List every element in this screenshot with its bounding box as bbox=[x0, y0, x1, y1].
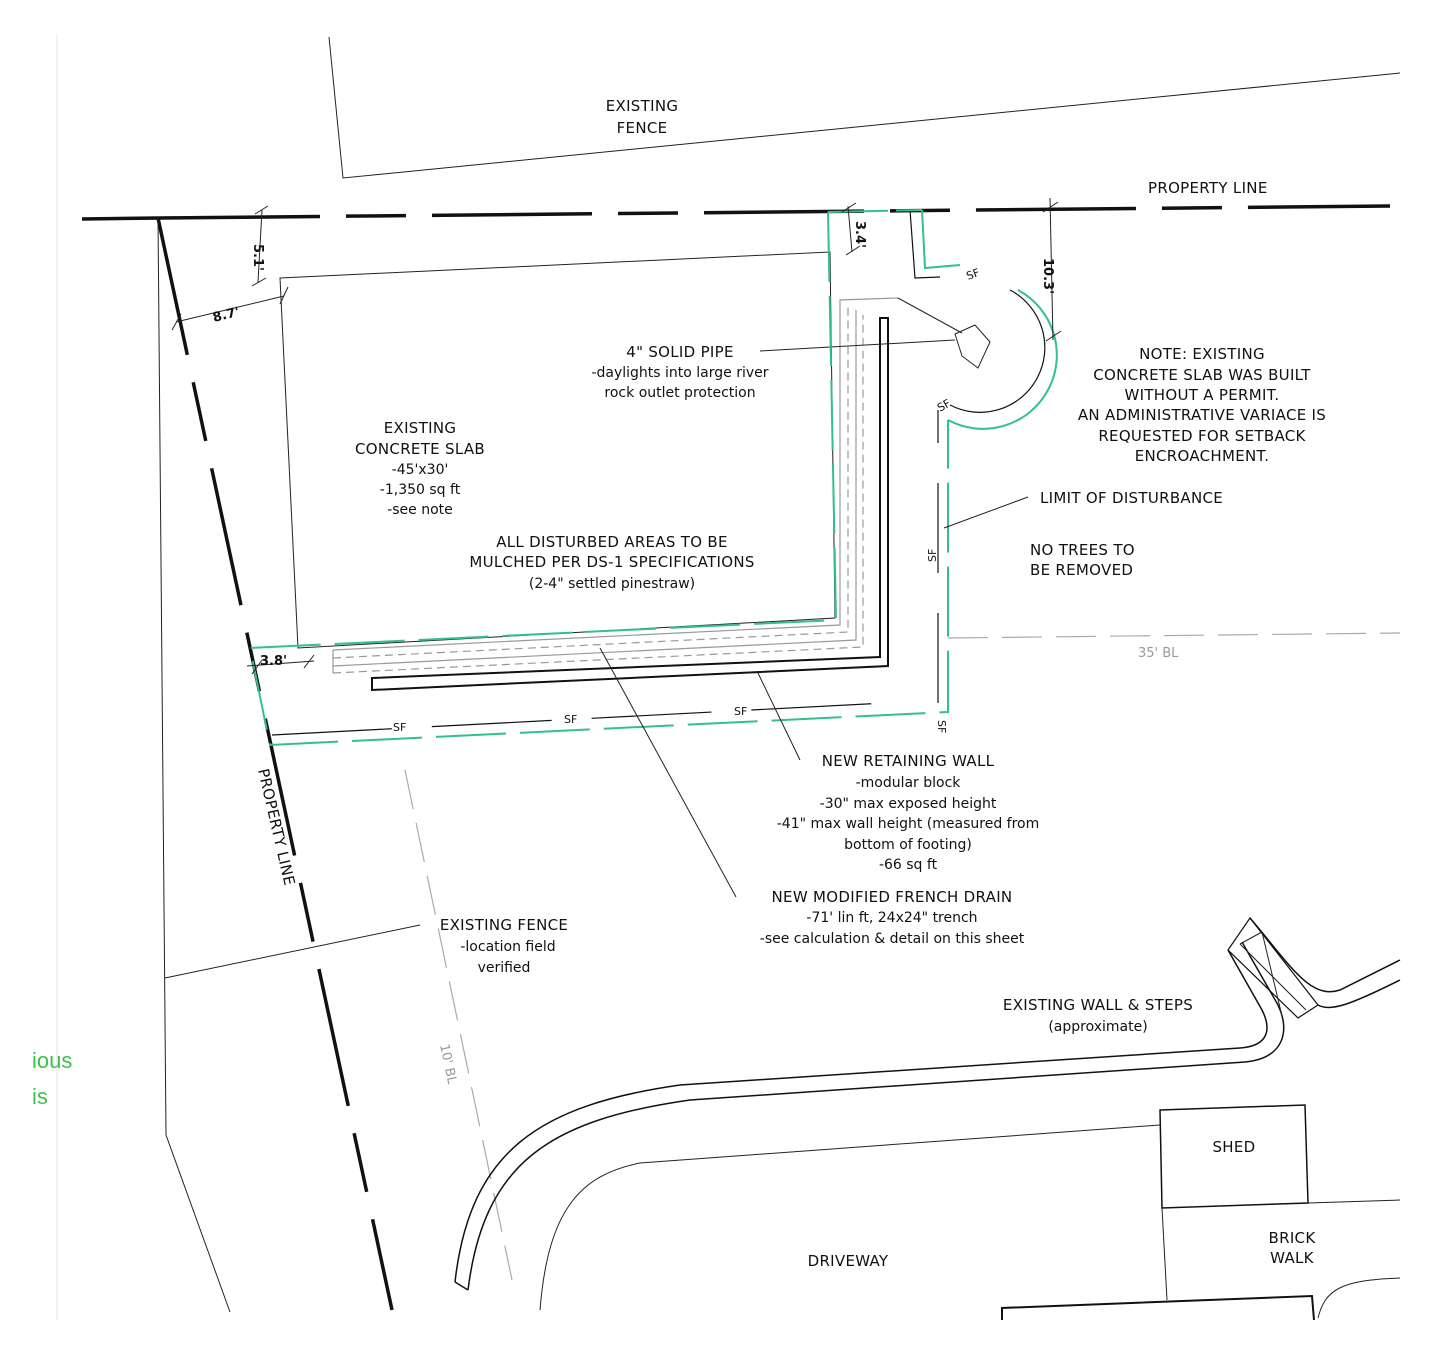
permit-note-1: NOTE: EXISTING bbox=[1139, 345, 1265, 363]
existing-fence-left-line bbox=[157, 217, 231, 1313]
dim-10-3: 10.3' bbox=[1040, 258, 1055, 294]
french-drain-label-1: NEW MODIFIED FRENCH DRAIN bbox=[772, 888, 1013, 906]
existing-fence-left-label-3: verified bbox=[478, 960, 531, 976]
slab-label-1: EXISTING bbox=[384, 419, 457, 437]
driveway-label: DRIVEWAY bbox=[808, 1252, 889, 1270]
limit-of-disturbance-label: LIMIT OF DISTURBANCE bbox=[1040, 489, 1223, 507]
slab-label-4: -1,350 sq ft bbox=[380, 482, 461, 498]
french-drain bbox=[332, 297, 899, 674]
mulch-note-2: MULCHED PER DS-1 SPECIFICATIONS bbox=[469, 553, 754, 571]
brick-walk-label-1: BRICK bbox=[1269, 1229, 1317, 1247]
wall-steps-label-2: (approximate) bbox=[1048, 1019, 1147, 1035]
dim-3-4: 3.4' bbox=[852, 221, 867, 248]
retaining-wall-label-3: -30" max exposed height bbox=[820, 796, 997, 812]
retaining-wall-label-5: bottom of footing) bbox=[844, 837, 972, 853]
sf-label-5: SF bbox=[935, 720, 948, 733]
brick-walk-edge-top bbox=[1307, 1199, 1401, 1204]
retaining-wall-label-4: -41" max wall height (measured from bbox=[777, 816, 1039, 832]
setback-10-line bbox=[404, 769, 513, 1281]
side-panel-text-2: is bbox=[32, 1084, 48, 1109]
sf-label-7: SF bbox=[935, 397, 953, 415]
permit-note-5: REQUESTED FOR SETBACK bbox=[1098, 427, 1306, 445]
silt-fence bbox=[271, 209, 1046, 736]
retaining-wall-leader bbox=[756, 670, 801, 761]
sf-label-6: SF bbox=[965, 266, 982, 283]
mulch-note-1: ALL DISTURBED AREAS TO BE bbox=[496, 533, 728, 551]
existing-fence-top-label-2: FENCE bbox=[617, 119, 668, 137]
retaining-wall-label-1: NEW RETAINING WALL bbox=[822, 752, 995, 770]
setback-35-line bbox=[947, 632, 1401, 639]
existing-concrete-slab bbox=[279, 251, 836, 649]
retaining-wall bbox=[371, 317, 889, 692]
sf-label-2: SF bbox=[564, 713, 577, 726]
no-trees-label-1: NO TREES TO bbox=[1030, 541, 1135, 559]
solid-pipe-label-3: rock outlet protection bbox=[604, 385, 755, 401]
permit-note-4: AN ADMINISTRATIVE VARIACE IS bbox=[1078, 406, 1326, 424]
lod-leader bbox=[943, 496, 1029, 529]
dimension-lines bbox=[171, 197, 1062, 675]
permit-note-3: WITHOUT A PERMIT. bbox=[1124, 386, 1279, 404]
brick-walk-label-2: WALK bbox=[1270, 1249, 1315, 1267]
shed bbox=[1159, 1104, 1309, 1209]
house-edge bbox=[1001, 1294, 1315, 1321]
existing-fence-left-leader bbox=[164, 924, 421, 979]
french-drain-leader bbox=[599, 647, 737, 898]
existing-fence-left-label-2: -location field bbox=[460, 939, 555, 955]
permit-note-6: ENCROACHMENT. bbox=[1135, 447, 1270, 465]
no-trees-label-2: BE REMOVED bbox=[1030, 561, 1133, 579]
mulch-note-3: (2-4" settled pinestraw) bbox=[529, 576, 695, 592]
solid-pipe-label-2: -daylights into large river bbox=[591, 365, 768, 381]
slab-label-5: -see note bbox=[387, 502, 453, 518]
existing-fence-top-line bbox=[328, 36, 1401, 179]
brick-walk-curve bbox=[1317, 1277, 1401, 1319]
property-line-top bbox=[159, 204, 1391, 220]
french-drain-label-3: -see calculation & detail on this sheet bbox=[760, 931, 1025, 947]
permit-note-2: CONCRETE SLAB WAS BUILT bbox=[1093, 366, 1311, 384]
driveway-edge bbox=[539, 1124, 1161, 1311]
setback-10-label: 10' BL bbox=[436, 1043, 459, 1086]
limit-of-disturbance-line bbox=[248, 209, 1058, 747]
sf-label-3: SF bbox=[734, 705, 747, 718]
property-line-top-solid bbox=[81, 216, 161, 221]
solid-pipe-line bbox=[897, 297, 963, 334]
sf-label-1: SF bbox=[393, 721, 406, 734]
sf-label-4: SF bbox=[926, 549, 939, 562]
property-line-top-label: PROPERTY LINE bbox=[1148, 179, 1268, 197]
slab-label-3: -45'x30' bbox=[392, 462, 449, 478]
dim-5-1: 5.1' bbox=[250, 244, 265, 271]
retaining-wall-label-6: -66 sq ft bbox=[879, 857, 938, 873]
existing-fence-left-label-1: EXISTING FENCE bbox=[440, 916, 568, 934]
dim-3-8: 3.8' bbox=[260, 654, 287, 669]
rock-outlet-protection bbox=[954, 324, 991, 369]
wall-steps-label-1: EXISTING WALL & STEPS bbox=[1003, 996, 1193, 1014]
solid-pipe-leader bbox=[759, 339, 956, 352]
setback-35-label: 35' BL bbox=[1138, 646, 1179, 661]
shed-label: SHED bbox=[1212, 1138, 1255, 1156]
side-panel-text-1: ious bbox=[32, 1048, 72, 1073]
dim-8-7: 8.7' bbox=[211, 305, 241, 326]
french-drain-label-2: -71' lin ft, 24x24" trench bbox=[806, 910, 977, 926]
existing-wall-and-steps bbox=[454, 916, 1401, 1291]
existing-fence-top-label-1: EXISTING bbox=[606, 97, 679, 115]
retaining-wall-label-2: -modular block bbox=[856, 775, 962, 791]
property-line-left-label: PROPERTY LINE bbox=[254, 767, 298, 888]
property-line-left bbox=[156, 217, 394, 1311]
slab-label-2: CONCRETE SLAB bbox=[355, 440, 485, 458]
brick-walk-edge-left bbox=[1161, 1207, 1168, 1301]
solid-pipe-label-1: 4" SOLID PIPE bbox=[626, 343, 734, 361]
